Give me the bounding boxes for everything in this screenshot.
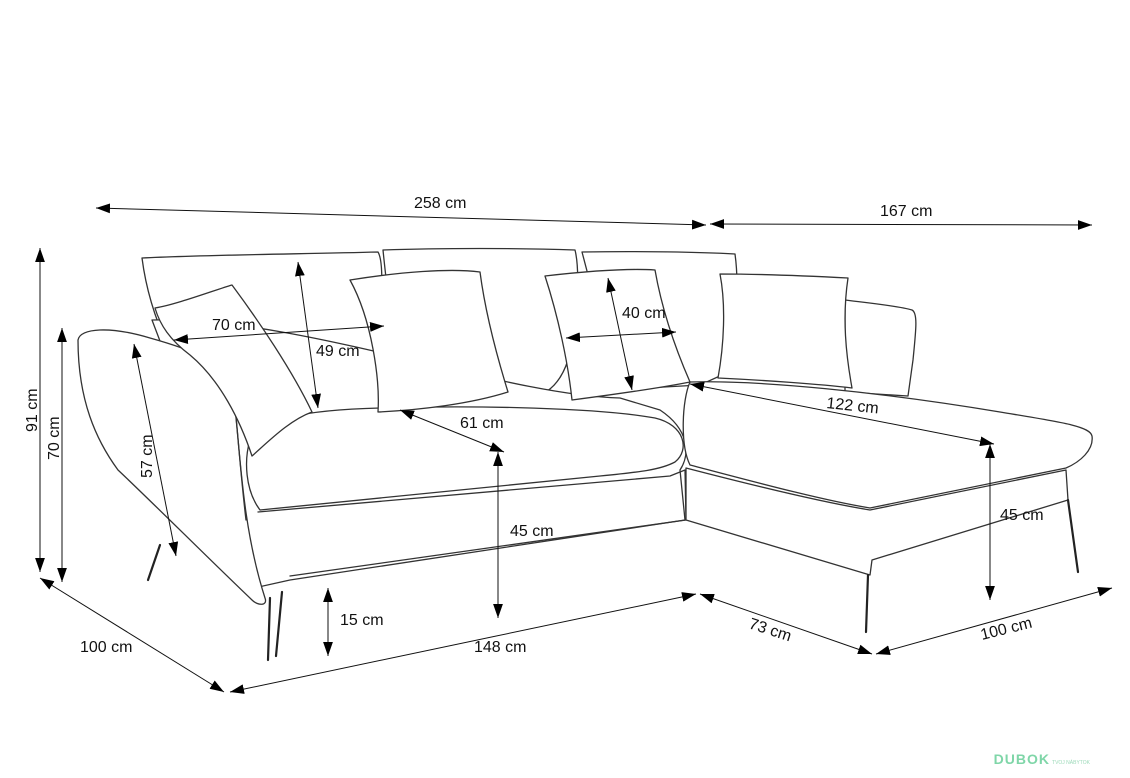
dimension-labels: 258 cm 167 cm 91 cm 70 cm 100 cm 148 cm … (24, 195, 1044, 656)
label-back-height: 70 cm (46, 416, 63, 460)
pillow-small-2 (717, 273, 853, 389)
dim-chaise-length-line (709, 219, 1093, 230)
dim-large-pillow-width-line (173, 322, 385, 344)
label-large-pillow-width: 70 cm (212, 317, 256, 334)
leg-4 (864, 573, 870, 634)
dim-chaise-width-line (875, 587, 1113, 655)
dim-front-length-line (229, 592, 697, 694)
label-depth-left: 100 cm (80, 639, 132, 656)
seat-cushion (245, 406, 684, 511)
dim-total-length-line (95, 203, 707, 230)
label-seat-depth: 61 cm (460, 415, 504, 432)
pillow-front-large (349, 269, 509, 413)
dim-chaise-seat-line (689, 381, 995, 447)
label-chaise-side: 73 cm (747, 616, 794, 646)
label-chaise-width: 100 cm (979, 615, 1034, 644)
label-chaise-length: 167 cm (880, 203, 932, 220)
leg-1 (146, 543, 162, 582)
label-seat-height: 45 cm (510, 523, 554, 540)
label-leg-height: 15 cm (340, 612, 384, 629)
chaise-base (685, 467, 1069, 576)
chaise-right-arm (844, 299, 917, 397)
dim-large-pillow-height-line (295, 261, 321, 409)
leg-2 (266, 596, 272, 662)
label-total-length: 258 cm (414, 195, 466, 212)
label-arm-height: 57 cm (139, 434, 156, 478)
dim-seat-depth-line (399, 409, 505, 453)
dimension-lines (35, 203, 1113, 694)
watermark-tagline: TVOJ NÁBYTOK (1052, 760, 1090, 766)
leg-3 (274, 590, 284, 658)
dim-arm-height-line (131, 343, 179, 557)
label-small-pillow-width: 40 cm (622, 305, 666, 322)
label-chaise-seat-height: 45 cm (1000, 507, 1044, 524)
dim-small-pillow-height-line (606, 277, 634, 391)
sofa-drawing (77, 247, 1093, 662)
leg-5 (1066, 498, 1080, 574)
label-large-pillow-height: 49 cm (316, 343, 360, 360)
dim-chaise-side-line (699, 593, 873, 655)
label-chaise-seat-length: 122 cm (826, 395, 880, 417)
watermark-brand: DUBOK (993, 751, 1051, 767)
seat-front-rail (257, 469, 687, 577)
label-total-height: 91 cm (24, 388, 41, 432)
label-front-length: 148 cm (474, 639, 526, 656)
dim-depth-left-line (39, 577, 225, 693)
